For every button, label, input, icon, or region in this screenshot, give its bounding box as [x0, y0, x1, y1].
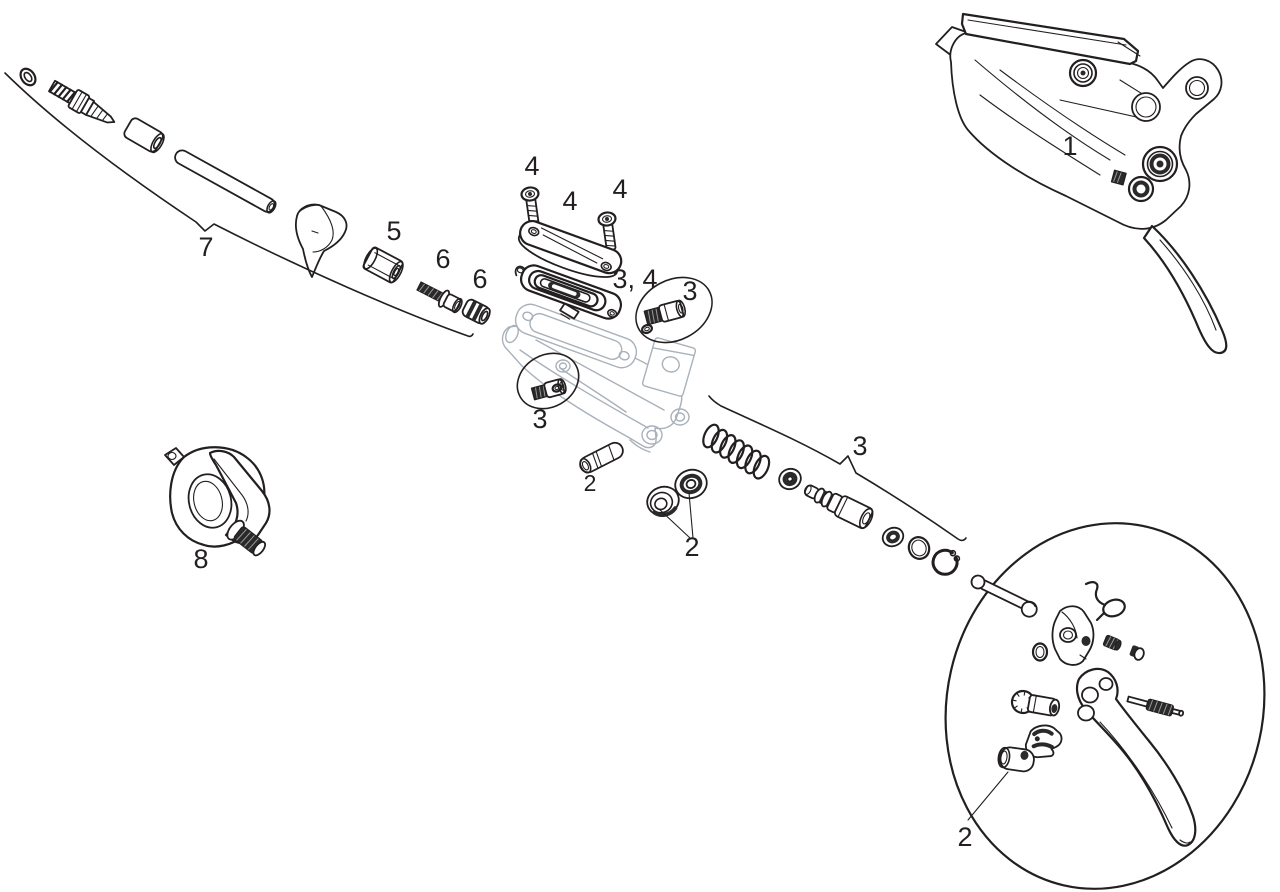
piston-seal — [881, 526, 905, 548]
callout-7-label: 7 — [198, 232, 213, 262]
cam-link — [1051, 605, 1095, 666]
compression-sleeve — [123, 117, 165, 154]
pivot-plug — [1129, 645, 1145, 661]
return-spring — [702, 423, 771, 480]
lever-blade-part — [1075, 667, 1197, 847]
compression-screw — [416, 281, 463, 314]
callout-3c-bracket — [708, 395, 967, 542]
callout-34-label: 3, 4 — [612, 264, 657, 294]
callout-3a-label: 3 — [682, 276, 697, 306]
cam-clip — [1024, 724, 1063, 759]
hose-tube — [174, 149, 277, 214]
snap-ring — [931, 548, 961, 576]
lever-blade — [1142, 224, 1228, 355]
bleed-screw-side-detail — [516, 352, 580, 410]
fitting-group — [362, 246, 491, 325]
hose-bend-clip — [294, 203, 348, 278]
callout-4b-label: 4 — [562, 186, 577, 216]
seal-washer — [674, 468, 708, 500]
hose-barb-fitting — [48, 79, 116, 124]
callout-8-label: 8 — [193, 544, 208, 574]
clamp-bolt — [226, 519, 267, 557]
cover-screw-left — [520, 186, 540, 226]
magnifier-ellipse — [944, 522, 1266, 890]
cover-screw-right — [597, 211, 617, 251]
hose-oring — [19, 67, 37, 87]
pushrod-pin — [579, 441, 624, 474]
callout-labels: 1 7 5 6 6 4 4 4 3, 4 3 3 3 2 2 2 8 — [193, 131, 1077, 852]
brake-lever-assembly — [935, 12, 1228, 355]
callout-4a-label: 4 — [524, 151, 539, 181]
bleed-oring-side — [551, 383, 563, 393]
piston-seal-cups — [646, 468, 708, 539]
callout-2c-leader — [967, 771, 1009, 821]
callout-2b-label: 2 — [684, 532, 699, 562]
bleed-screw-top-detail — [635, 276, 713, 344]
callout-6a-label: 6 — [435, 244, 450, 274]
master-piston — [803, 484, 874, 530]
ghost-clamp-plate — [641, 337, 697, 397]
callout-4c-label: 4 — [612, 174, 627, 204]
callout-2c-label: 2 — [957, 822, 972, 852]
callout-1-label: 1 — [1062, 131, 1077, 161]
reservoir-bladder — [514, 264, 623, 320]
cam-oring — [1031, 642, 1049, 662]
lever-internals-detail — [944, 522, 1266, 890]
callout-3c-label: 3 — [852, 431, 867, 461]
ghost-reservoir-flange — [514, 303, 638, 369]
set-screw — [1102, 634, 1122, 651]
bleed-oring-top — [641, 323, 653, 335]
hose-nut — [362, 246, 404, 284]
ghost-master-cylinder-body — [501, 303, 697, 453]
spring-washer — [778, 467, 802, 491]
callout-3b-label: 3 — [532, 404, 547, 434]
callout-6b-label: 6 — [472, 264, 487, 294]
piston-assembly-kit — [702, 395, 967, 576]
callout-5-label: 5 — [386, 216, 401, 246]
torsion-spring — [1084, 581, 1126, 622]
clamp-bore — [187, 473, 233, 529]
pivot-bushing — [997, 746, 1035, 773]
bleed-screw-top — [643, 299, 687, 326]
piston-oring — [907, 536, 931, 560]
reservoir-cover — [518, 219, 623, 278]
pivot-pin — [970, 574, 1038, 618]
compression-fitting — [461, 298, 491, 325]
callout-7-bracket — [4, 72, 474, 338]
hose-kit-group — [4, 67, 474, 338]
reservoir-group — [514, 186, 623, 320]
blade-screw — [1126, 695, 1185, 717]
callout-2b-leaders — [658, 492, 694, 539]
callout-2a-label: 2 — [584, 470, 597, 496]
reach-adjust-knob — [1010, 689, 1061, 717]
handlebar-clamp — [164, 446, 271, 557]
